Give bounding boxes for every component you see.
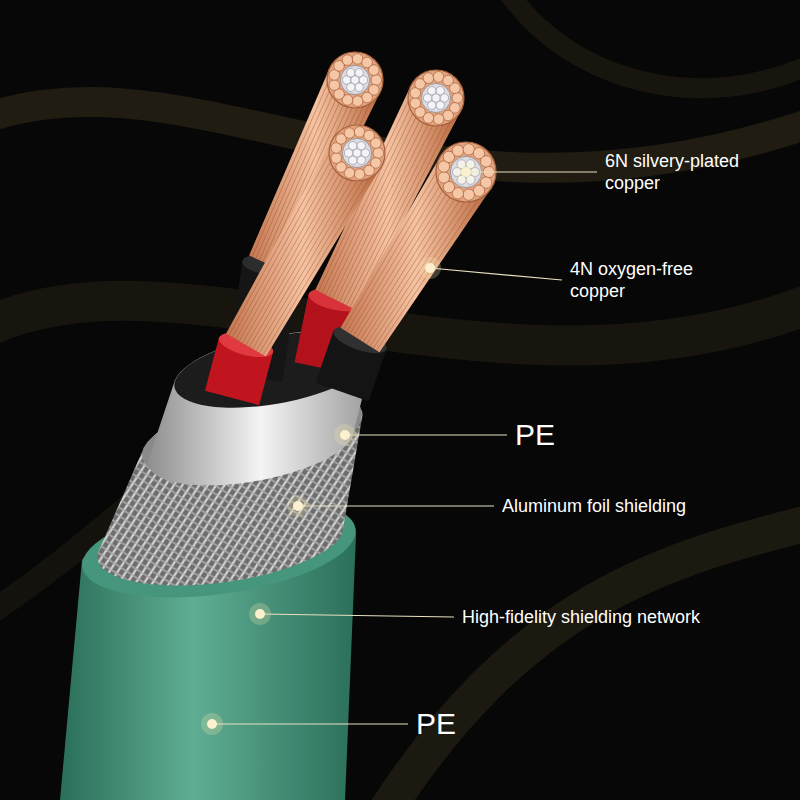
leader-dot <box>461 167 471 177</box>
leader-glow <box>419 257 441 279</box>
leader-dot <box>340 430 350 440</box>
leader-lines <box>201 161 597 735</box>
leader-glow <box>334 424 356 446</box>
leader-dot <box>255 609 265 619</box>
leader-line <box>345 434 507 435</box>
part-label: 4N oxygen-free copper <box>570 258 745 303</box>
leader-line <box>298 505 494 506</box>
leader-glow <box>455 161 477 183</box>
leader-line <box>212 723 408 724</box>
leader-line <box>430 268 562 280</box>
leader-glow <box>249 603 271 625</box>
leader-dot <box>207 719 217 729</box>
leader-glow <box>201 713 223 735</box>
conductor-cores <box>205 52 496 405</box>
leader-dot <box>293 501 303 511</box>
part-label: PE <box>515 416 595 454</box>
leader-dot <box>425 263 435 273</box>
part-label: PE <box>416 705 496 743</box>
leader-line <box>466 171 597 172</box>
part-label: 6N silvery-plated copper <box>605 150 790 195</box>
leader-line <box>260 614 454 617</box>
leader-glow <box>287 495 309 517</box>
part-label: Aluminum foil shielding <box>502 495 792 518</box>
part-label: High-fidelity shielding network <box>462 606 702 629</box>
